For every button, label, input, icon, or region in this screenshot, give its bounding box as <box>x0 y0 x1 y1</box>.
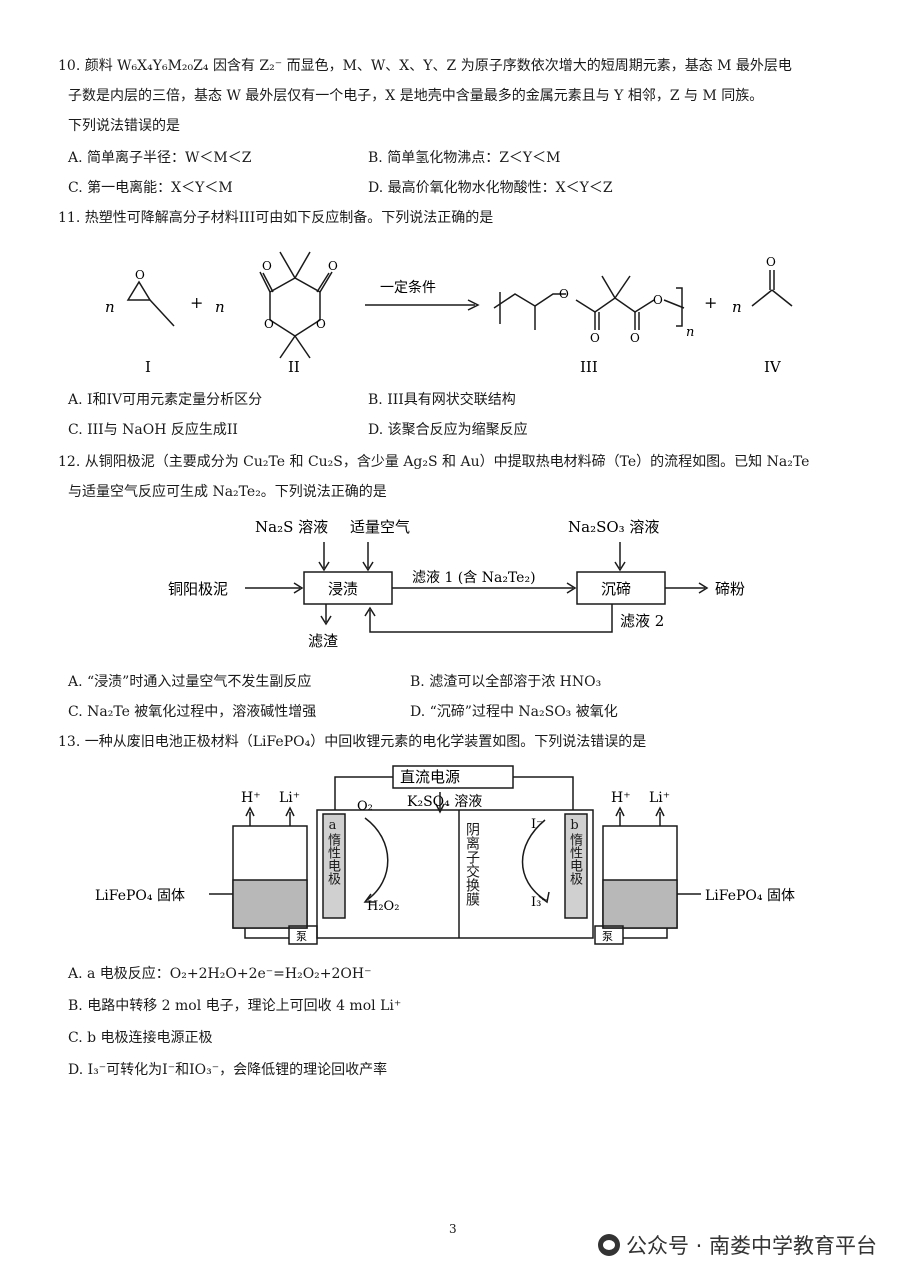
q12-product: 碲粉 <box>715 580 745 598</box>
q12-line1: 12. 从铜阳极泥（主要成分为 Cu₂Te 和 Cu₂S，含少量 Ag₂S 和 … <box>58 454 810 470</box>
q13-option-a: A. a 电极反应：O₂+2H₂O+2e⁻=H₂O₂+2OH⁻ <box>68 966 372 982</box>
q13-left-h-plus: H⁺ <box>241 790 261 806</box>
q11-plus-1: + <box>190 293 203 312</box>
q11-label-iii: III <box>580 358 598 376</box>
q12-line2: 与适量空气反应可生成 Na₂Te₂。下列说法正确的是 <box>68 484 387 500</box>
q13-iodide-label: I⁻ <box>531 817 543 832</box>
q11-option-c: C. III与 NaOH 反应生成II <box>68 422 238 438</box>
q13-electrode-a-label: a惰性电极 <box>325 818 340 885</box>
q11-plus-2: + <box>704 293 717 312</box>
q12-box-precipitate: 沉碲 <box>601 580 631 598</box>
q12-filtrate-1: 滤液 1 (含 Na₂Te₂) <box>412 570 536 586</box>
q11-arrow-label: 一定条件 <box>380 279 436 296</box>
q11-iii-o-atom-3: O <box>630 331 640 345</box>
q11-ii-o-atom-3: O <box>264 317 274 331</box>
q11-coef-2: n <box>215 298 225 316</box>
q11-option-a: A. I和IV可用元素定量分析区分 <box>68 392 263 408</box>
q13-electrode-b-label: b惰性电极 <box>567 818 582 885</box>
q13-power-supply-label: 直流电源 <box>400 768 460 786</box>
q10-option-b: B. 简单氢化物沸点：Z＜Y＜M <box>368 150 561 166</box>
page-number: 3 <box>449 1222 457 1236</box>
q13-electrochem-apparatus: 直流电源 K₂SO₄ 溶液 H⁺ Li⁺ H⁺ Li⁺ O₂ H₂O₂ I⁻ I… <box>95 765 795 945</box>
q13-electrolyte-label: K₂SO₄ 溶液 <box>407 794 482 810</box>
q13-stem: 13. 一种从废旧电池正极材料（LiFePO₄）中回收锂元素的电化学装置如图。下… <box>58 734 647 750</box>
q10-option-c: C. 第一电离能：X＜Y＜M <box>68 180 233 196</box>
q12-option-a: A. “浸渍”时通入过量空气不发生副反应 <box>68 674 312 690</box>
q13-membrane-label: 阴离子交换膜 <box>464 822 480 906</box>
q11-option-d: D. 该聚合反应为缩聚反应 <box>368 422 528 438</box>
q10-line1: 10. 颜料 W₆X₄Y₆M₂₀Z₄ 因含有 Z₂⁻ 而显色，M、W、X、Y、Z… <box>58 58 792 74</box>
q12-box-leach: 浸渍 <box>328 580 358 598</box>
q13-left-pump-label: 泵 <box>296 930 307 943</box>
q10-option-d: D. 最高价氧化物水化物酸性：X＜Y＜Z <box>368 180 613 196</box>
q12-input-air: 适量空气 <box>350 518 410 536</box>
q10-option-a: A. 简单离子半径：W＜M＜Z <box>68 150 252 166</box>
q12-start-material: 铜阳极泥 <box>168 580 228 598</box>
q11-iii-o-atom-2: O <box>590 331 600 345</box>
q12-option-c: C. Na₂Te 被氧化过程中，溶液碱性增强 <box>68 704 317 720</box>
q12-input-na2so3: Na₂SO₃ 溶液 <box>568 518 659 536</box>
q10-line2: 子数是内层的三倍，基态 W 最外层仅有一个电子，X 是地壳中含量最多的金属元素且… <box>68 88 764 104</box>
q11-coef-3: n <box>732 298 742 316</box>
q11-ii-o-atom-4: O <box>316 317 326 331</box>
q13-right-pump-label: 泵 <box>602 930 613 943</box>
q11-i-o-atom: O <box>135 268 145 282</box>
q13-right-h-plus: H⁺ <box>611 790 631 806</box>
q11-option-b: B. III具有网状交联结构 <box>368 392 516 408</box>
q12-residue: 滤渣 <box>308 632 338 650</box>
q13-o2-label: O₂ <box>357 799 373 814</box>
q12-input-na2s: Na₂S 溶液 <box>255 518 328 536</box>
q11-ii-o-atom-2: O <box>328 259 338 273</box>
q10-line3: 下列说法错误的是 <box>68 118 180 134</box>
wechat-watermark: 公众号 · 南娄中学教育平台 <box>597 1230 877 1260</box>
q13-h2o2-label: H₂O₂ <box>367 899 399 914</box>
q11-ii-o-atom-1: O <box>262 259 272 273</box>
q11-label-i: I <box>145 358 151 376</box>
q11-coef-1: n <box>105 298 115 316</box>
q11-iii-o-atom-4: O <box>653 293 663 307</box>
q13-option-b: B. 电路中转移 2 mol 电子，理论上可回收 4 mol Li⁺ <box>68 998 402 1014</box>
wechat-icon <box>597 1234 620 1256</box>
q13-triiodide-label: I₃⁻ <box>531 895 548 910</box>
q11-iv-o-atom: O <box>766 255 776 269</box>
q12-filtrate-2: 滤液 2 <box>620 612 664 630</box>
q13-right-li-plus: Li⁺ <box>649 790 670 806</box>
q11-label-iv: IV <box>764 358 782 376</box>
q11-iii-o-atom-1: O <box>559 287 569 301</box>
q13-right-solid-label: LiFePO₄ 固体 <box>705 888 795 904</box>
q12-option-d: D. “沉碲”过程中 Na₂SO₃ 被氧化 <box>410 704 618 720</box>
watermark-text: 公众号 · 南娄中学教育平台 <box>625 1234 877 1258</box>
q13-option-d: D. I₃⁻可转化为I⁻和IO₃⁻，会降低锂的理论回收产率 <box>68 1062 388 1078</box>
q11-stem: 11. 热塑性可降解高分子材料III可由如下反应制备。下列说法正确的是 <box>58 210 494 226</box>
q11-reaction-scheme: n + n O O O O O 一定条件 O O O O n + n O I I… <box>105 251 793 376</box>
q12-option-b: B. 滤渣可以全部溶于浓 HNO₃ <box>410 674 602 690</box>
q13-left-solid-label: LiFePO₄ 固体 <box>95 888 185 904</box>
q11-subscript-n: n <box>686 325 694 340</box>
q12-flowchart: Na₂S 溶液 适量空气 Na₂SO₃ 溶液 铜阳极泥 浸渍 滤液 1 (含 N… <box>168 518 745 650</box>
q11-label-ii: II <box>288 358 300 376</box>
q13-option-c: C. b 电极连接电源正极 <box>68 1030 213 1046</box>
q13-left-li-plus: Li⁺ <box>279 790 300 806</box>
